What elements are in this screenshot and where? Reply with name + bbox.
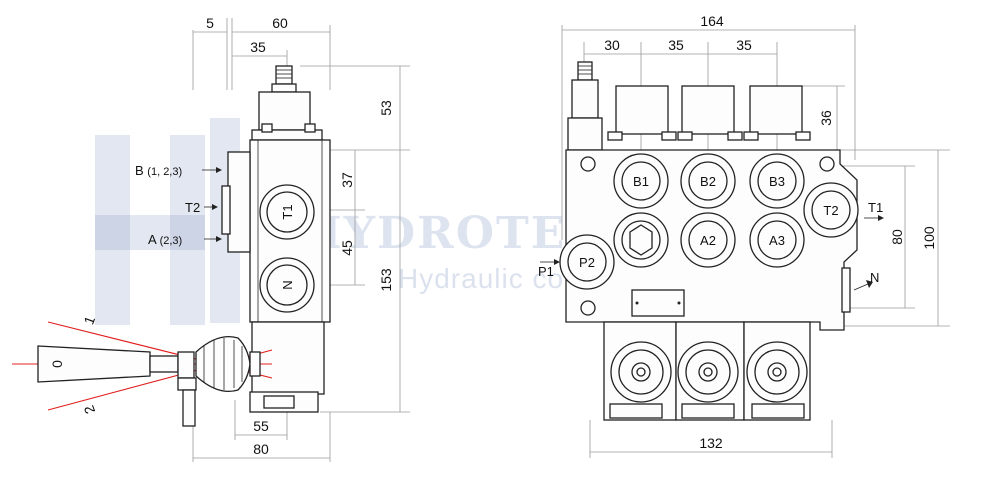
dim-153-label: 153 bbox=[378, 268, 394, 292]
side-port-labels: B (1, 2,3) T2 A (2,3) bbox=[135, 163, 222, 247]
dim-100-label: 100 bbox=[921, 226, 937, 250]
lever-position-0: 0 bbox=[49, 360, 65, 368]
port-b2: B2 bbox=[700, 174, 716, 189]
dim-36-label: 36 bbox=[818, 110, 834, 126]
arrow-label-n: N bbox=[870, 270, 879, 285]
port-b1: B1 bbox=[633, 174, 649, 189]
front-valve-body bbox=[559, 61, 859, 421]
port-label-b: B (1, 2,3) bbox=[135, 163, 182, 178]
side-valve-body bbox=[221, 65, 331, 413]
dim-35b-label: 35 bbox=[736, 37, 752, 53]
port-p2: P2 bbox=[579, 255, 595, 270]
side-view: 5 60 35 53 37 45 153 55 80 bbox=[12, 15, 410, 462]
arrow-label-t1: T1 bbox=[868, 200, 883, 215]
dim-164-label: 164 bbox=[700, 13, 724, 29]
dim-80-label: 80 bbox=[253, 441, 269, 457]
port-a3: A3 bbox=[769, 233, 785, 248]
arrow-label-p1: P1 bbox=[538, 264, 554, 279]
port-label-t2: T2 bbox=[185, 200, 200, 215]
front-flow-arrows bbox=[540, 215, 884, 291]
dim-5-label: 5 bbox=[206, 15, 214, 31]
dim-132-label: 132 bbox=[699, 435, 723, 451]
dim-55-label: 55 bbox=[253, 418, 269, 434]
dim-30-label: 30 bbox=[604, 37, 620, 53]
dim-35a-label: 35 bbox=[668, 37, 684, 53]
port-t2: T2 bbox=[823, 203, 838, 218]
port-a2: A2 bbox=[700, 233, 716, 248]
port-label-a: A (2,3) bbox=[148, 232, 182, 247]
dim-53-label: 53 bbox=[378, 100, 394, 116]
dim-37-label: 37 bbox=[339, 172, 355, 188]
dim-45-label: 45 bbox=[339, 240, 355, 256]
lever-position-2: 2 bbox=[80, 403, 98, 416]
front-view: 164 30 35 35 36 80 100 132 bbox=[538, 13, 950, 458]
dim-60-label: 60 bbox=[272, 15, 288, 31]
dim-35-label: 35 bbox=[250, 39, 266, 55]
side-port-t1: T1 bbox=[280, 204, 295, 219]
lever-assembly bbox=[12, 321, 273, 427]
dim-80-front-label: 80 bbox=[889, 229, 905, 245]
watermark-logo bbox=[95, 118, 240, 325]
side-port-n: N bbox=[280, 280, 295, 289]
port-b3: B3 bbox=[769, 174, 785, 189]
